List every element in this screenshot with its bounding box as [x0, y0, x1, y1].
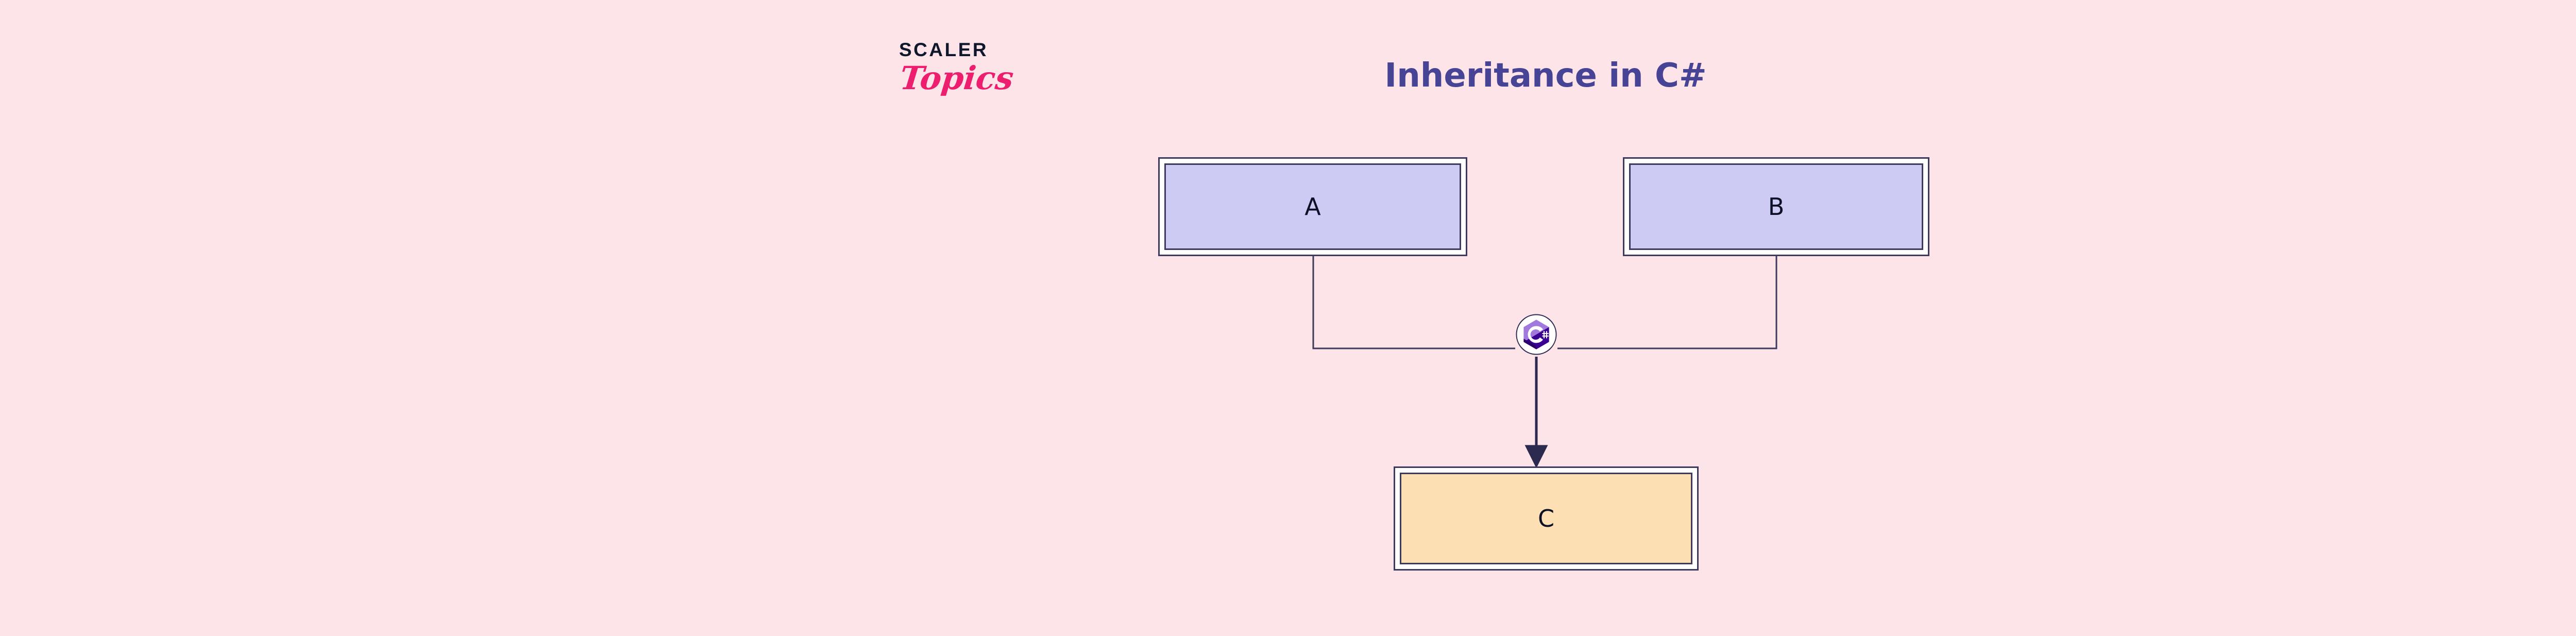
brand-scaler-wordmark: SCALER — [899, 39, 989, 60]
class-node-b-label: B — [1768, 193, 1785, 221]
class-node-c-frame: C — [1400, 473, 1692, 564]
class-node-c-body: C — [1400, 473, 1692, 564]
class-node-a[interactable]: A — [1158, 157, 1467, 256]
class-node-c[interactable]: C — [1394, 466, 1699, 571]
class-node-a-body: A — [1164, 163, 1461, 250]
class-node-b-body: B — [1629, 163, 1923, 250]
scaler-topics-logo: SCALER Topics — [898, 39, 1043, 123]
page-title: Inheritance in C# — [1384, 57, 1707, 95]
csharp-logo-icon — [1516, 314, 1557, 355]
edge-a-to-junction — [1312, 256, 1515, 349]
class-node-a-label: A — [1304, 193, 1321, 221]
class-node-b-frame: B — [1629, 163, 1923, 250]
class-node-a-frame: A — [1164, 163, 1461, 250]
edge-b-to-junction — [1557, 256, 1777, 349]
class-node-b[interactable]: B — [1623, 157, 1929, 256]
class-node-c-label: C — [1537, 505, 1555, 532]
